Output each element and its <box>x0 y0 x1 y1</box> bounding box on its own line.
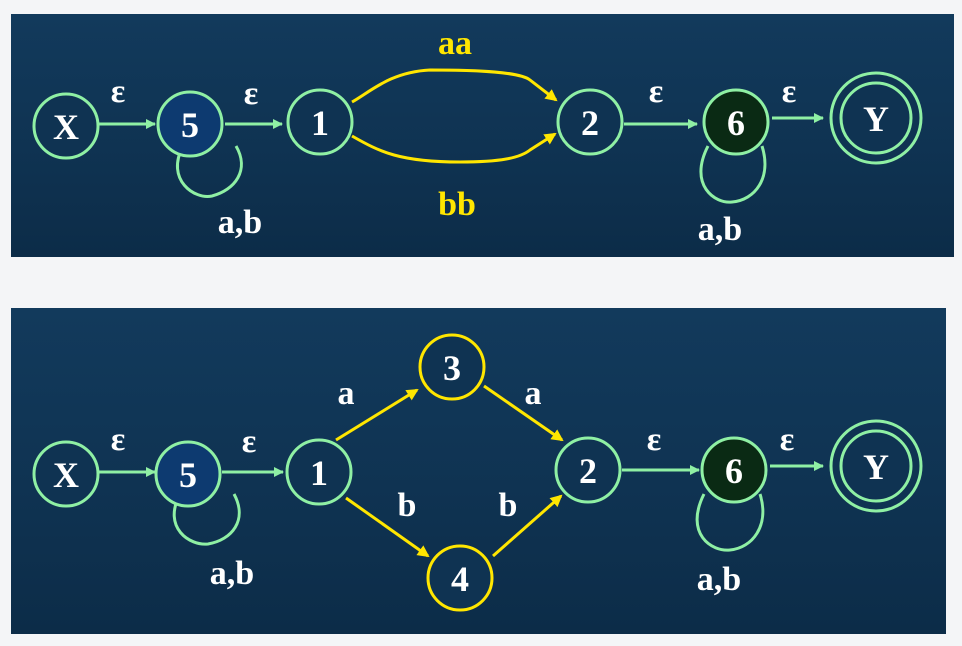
bottom-diagram: X 5 1 3 4 2 6 Y ε ε a,b a a b b ε a,b ε <box>32 333 923 612</box>
top-node-y-label: Y <box>863 99 889 139</box>
bottom-label-eps-51: ε <box>242 423 257 460</box>
top-node-2-label: 2 <box>581 103 599 143</box>
top-node-1 <box>286 88 354 156</box>
top-node-6 <box>702 88 770 156</box>
bottom-node-2 <box>554 436 622 504</box>
top-loop-6 <box>699 145 767 204</box>
bottom-label-eps-26: ε <box>647 421 662 458</box>
top-diagram: X 5 1 2 6 Y ε ε a,b aa bb ε a,b ε <box>32 25 923 248</box>
top-label-loop5: a,b <box>218 204 262 241</box>
bottom-loop-6 <box>695 493 765 552</box>
bottom-node-6 <box>700 436 768 504</box>
top-node-y-outer <box>829 71 923 165</box>
bottom-label-a-32: a <box>525 375 542 412</box>
bottom-node-5-label: 5 <box>179 455 197 495</box>
bottom-label-b-42: b <box>499 487 518 524</box>
bottom-node-x-label: X <box>53 455 79 495</box>
top-label-eps-6y: ε <box>782 73 797 110</box>
bottom-label-b-14: b <box>398 487 417 524</box>
top-label-aa: aa <box>438 25 472 62</box>
top-label-eps-x5: ε <box>111 73 126 110</box>
top-edge-1-2-bb <box>351 132 557 164</box>
bottom-node-6-label: 6 <box>725 451 743 491</box>
bottom-node-3-label: 3 <box>443 348 461 388</box>
bottom-node-4-label: 4 <box>451 559 469 599</box>
top-node-y-inner <box>839 81 913 155</box>
top-node-x <box>32 92 100 160</box>
top-node-5-label: 5 <box>181 105 199 145</box>
top-node-2 <box>556 88 624 156</box>
bottom-node-y-inner <box>839 429 913 503</box>
bottom-label-eps-x5: ε <box>111 421 126 458</box>
bottom-node-4 <box>426 544 494 612</box>
bottom-edge-1-4 <box>345 496 430 558</box>
top-node-6-label: 6 <box>727 103 745 143</box>
top-label-bb: bb <box>438 186 476 223</box>
top-node-5 <box>156 90 224 158</box>
bottom-edge-3-2 <box>483 384 564 442</box>
bottom-node-x <box>32 440 100 508</box>
bottom-node-1 <box>285 438 353 506</box>
top-edge-1-2-aa <box>351 68 558 104</box>
bottom-node-2-label: 2 <box>579 451 597 491</box>
bottom-node-y-label: Y <box>863 447 889 487</box>
bottom-label-loop6: a,b <box>697 561 741 598</box>
bottom-label-loop5: a,b <box>210 555 254 592</box>
top-label-eps-26: ε <box>649 73 664 110</box>
bottom-label-eps-6y: ε <box>780 421 795 458</box>
top-label-eps-51: ε <box>244 75 259 112</box>
top-label-loop6: a,b <box>698 211 742 248</box>
bottom-node-5 <box>154 440 222 508</box>
bottom-node-y-outer <box>829 419 923 513</box>
top-node-1-label: 1 <box>311 103 329 143</box>
bottom-node-1-label: 1 <box>310 453 328 493</box>
top-node-x-label: X <box>53 107 79 147</box>
bottom-loop-5 <box>172 493 241 546</box>
bottom-edge-1-3 <box>335 388 419 442</box>
bottom-node-3 <box>418 333 486 401</box>
bottom-edge-4-2 <box>492 494 563 558</box>
bottom-label-a-13: a <box>338 375 355 412</box>
top-loop-5 <box>175 145 243 198</box>
